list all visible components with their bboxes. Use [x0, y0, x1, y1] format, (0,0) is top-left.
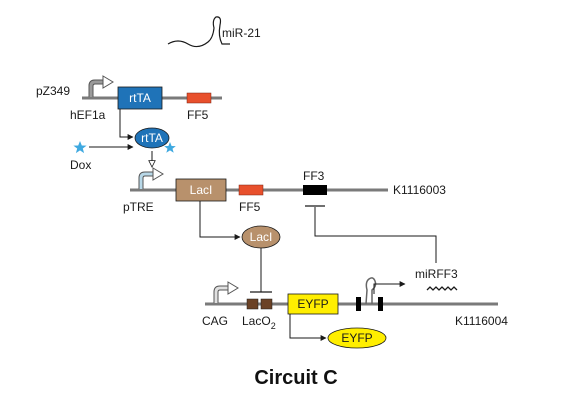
rtta-gene-label: rtTA	[129, 91, 151, 105]
laco-site-1	[246, 298, 259, 310]
dox-bound-star-icon	[164, 142, 176, 153]
rtta-gene-box	[117, 86, 163, 110]
mirff3-hairpin-icon	[365, 277, 377, 305]
ptre-promoter-icon	[138, 167, 164, 189]
ff5-top-site	[186, 92, 212, 104]
k1116003-label: K1116003	[393, 183, 446, 197]
mir21-label: miR-21	[222, 26, 261, 40]
ff3-target-site-1	[356, 297, 361, 311]
rtta-protein	[134, 127, 170, 149]
ff3-label: FF3	[303, 169, 325, 183]
ff5-top-label: FF5	[187, 108, 209, 122]
rtta-expression-arrow	[119, 109, 134, 140]
ptre-label: pTRE	[123, 200, 154, 214]
laci-gene-box	[175, 178, 227, 202]
laco-subscript: 2	[271, 321, 276, 331]
laco-main-text: LacO	[242, 314, 271, 328]
eyfp-gene-box	[287, 293, 339, 315]
dox-star-icon	[73, 141, 87, 154]
mirff3-label: miRFF3	[415, 267, 458, 281]
pz349-label: pZ349	[36, 84, 70, 98]
ff3-target-site-2	[378, 297, 383, 311]
ff5-mid-label: FF5	[239, 200, 261, 214]
mir21-hairpin	[167, 16, 230, 48]
circuit-title: Circuit C	[254, 367, 337, 389]
k1116004-label: K1116004	[455, 314, 508, 328]
hef1a-label: hEF1a	[70, 108, 106, 122]
laco-label: LacO2	[242, 314, 276, 331]
dox-label: Dox	[70, 158, 91, 172]
eyfp-expression-arrow	[289, 314, 327, 341]
eyfp-gene-label: EYFP	[297, 297, 328, 311]
laci-gene-label: LacI	[190, 183, 213, 197]
eyfp-protein-label: EYFP	[341, 331, 372, 345]
rtta-protein-label: rtTA	[141, 131, 163, 145]
cag-promoter-icon	[213, 281, 239, 303]
ff3-site	[303, 185, 327, 195]
laci-protein-label: LacI	[250, 230, 273, 244]
mirff3-squiggle	[426, 286, 458, 291]
cag-label: CAG	[202, 314, 228, 328]
mirff3-repression-line	[314, 207, 437, 263]
eyfp-protein	[327, 327, 387, 349]
laci-expression-arrow	[199, 201, 241, 240]
laco-site-2	[260, 298, 273, 310]
mirff3-expression-arrow	[373, 281, 406, 294]
hef1a-promoter-icon	[88, 75, 114, 97]
ff5-mid-site	[238, 184, 264, 196]
